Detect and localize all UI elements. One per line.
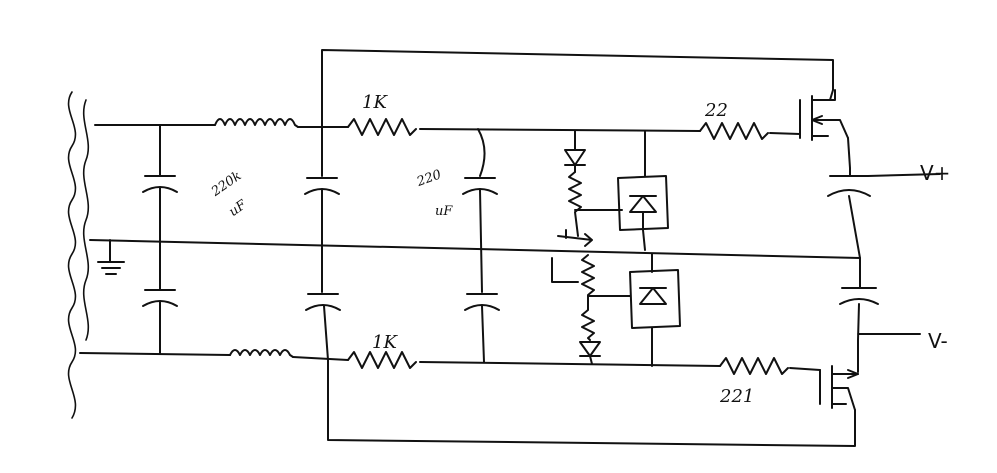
- mosfet-bottom-arrow: [847, 369, 859, 379]
- label-r-top-right: 22: [704, 100, 728, 121]
- label-cap-mid-unit: uF: [435, 204, 453, 219]
- regulator-upper-symbol: [629, 195, 657, 229]
- bottom-rail-left: [79, 352, 231, 356]
- cap-left-lower: [142, 289, 178, 307]
- cap-3-upper: [462, 177, 498, 195]
- right-rail-mid: [848, 195, 861, 289]
- pot-arrow-mid: [557, 229, 593, 247]
- resistor-22-top: [699, 122, 769, 140]
- regulator-lower-symbol: [639, 287, 667, 305]
- wavy-edge-inner: [82, 99, 90, 341]
- resistor-221-bottom: [719, 357, 789, 375]
- mosfet-bottom-channel: [831, 373, 859, 411]
- bottom-rail-mid: [292, 356, 349, 361]
- label-cap-mid-value: 220: [414, 167, 443, 190]
- bottom-rail-right: [419, 361, 721, 367]
- top-rail-to-mosfet: [769, 132, 801, 135]
- right-rail-bottom: [857, 303, 921, 373]
- pot-lower-wiper: [551, 257, 631, 297]
- right-rail-top: [847, 137, 941, 177]
- diode-bottom: [579, 341, 601, 365]
- label-v-minus: V-: [928, 329, 948, 353]
- label-v-plus: V+: [920, 161, 950, 185]
- cap-2-lower: [305, 293, 341, 311]
- bottom-rail-to-mosfet: [789, 367, 821, 371]
- label-r-bottom-right: 221: [719, 386, 754, 407]
- top-rail-right: [419, 128, 701, 132]
- regulator-upper-box: [617, 175, 669, 231]
- cap-2-upper: [304, 177, 340, 195]
- regulator-lower-box: [629, 269, 681, 329]
- ground-rail: [89, 239, 861, 259]
- mosfet-bottom-gate: [819, 365, 833, 409]
- label-cap-left-unit: uF: [226, 197, 250, 220]
- cap-col-3-wire: [477, 128, 486, 363]
- mosfet-top-arrow: [811, 115, 823, 125]
- resistor-string-upper: [568, 171, 582, 237]
- cap-out-upper: [827, 175, 871, 197]
- resistor-string-lower: [581, 254, 595, 341]
- cap-left-upper: [142, 175, 178, 193]
- regulator-upper-wire: [642, 130, 646, 251]
- diode-top: [564, 149, 586, 166]
- inductor-bottom: [229, 349, 294, 358]
- mosfet-top-channel: [811, 89, 849, 139]
- label-r-bottom-left: 1K: [372, 332, 398, 353]
- cap-col-2-wire: [321, 126, 329, 361]
- cap-3-lower: [464, 293, 500, 311]
- label-r-top-left: 1K: [362, 92, 388, 113]
- ground-symbol: [97, 239, 125, 275]
- resistor-1k-bottom: [347, 351, 417, 369]
- label-cap-left-value: 220k: [208, 168, 244, 200]
- resistor-1k-top: [347, 118, 417, 136]
- cap-out-lower: [839, 287, 879, 305]
- mosfet-top-gate: [799, 95, 813, 141]
- inductor-top: [214, 118, 299, 128]
- wavy-edge-left: [67, 91, 77, 419]
- outer-loop-top: [321, 49, 834, 128]
- outer-loop-bottom: [327, 359, 856, 447]
